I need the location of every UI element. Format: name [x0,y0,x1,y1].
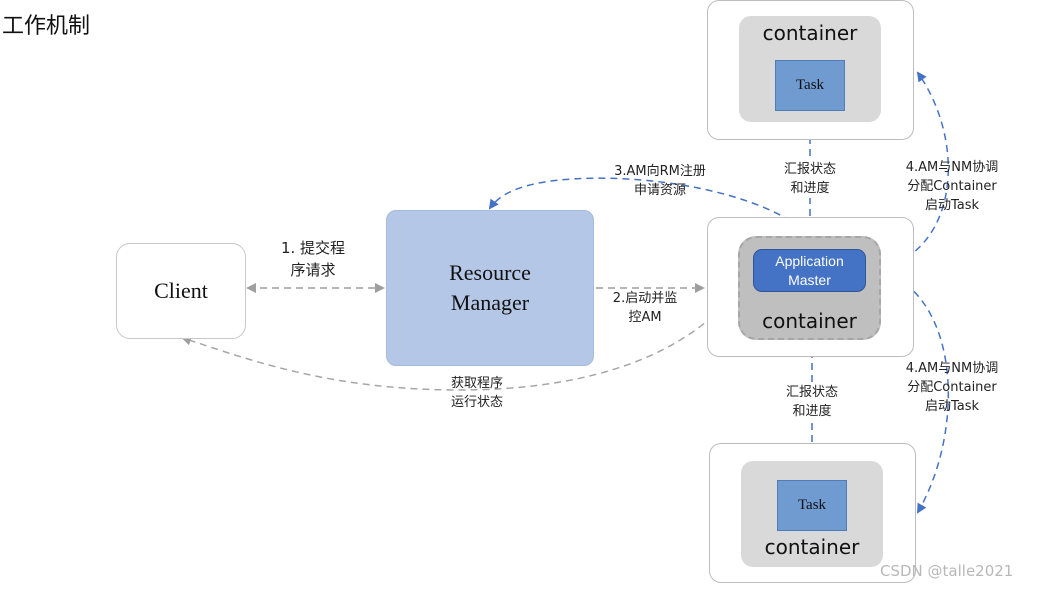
client-label: Client [154,278,208,303]
label-start-monitor: 2.启动并监 控AM [612,291,678,325]
label-submit: 1. 提交程 序请求 [280,239,346,279]
task-bottom: Task [777,480,847,531]
page-title: 工作机制 [2,14,91,39]
task-top-label: Task [795,77,825,93]
am-label-line1: Application [775,252,844,269]
application-master-node: Application Master [753,249,866,292]
watermark: CSDN @talle2021 [880,562,1014,580]
resource-manager-node: Resource Manager [386,210,594,366]
label-report-top: 汇报状态 和进度 [768,160,852,198]
label-report-bottom: 汇报状态 和进度 [770,383,854,421]
container-middle-label: container [762,309,857,333]
client-node: Client [116,243,246,339]
arrow-get-status [181,279,746,391]
label-register: 3.AM向RM注册 申请资源 [614,164,706,198]
rm-label-line2: Manager [450,290,530,315]
container-bottom-label: container [764,535,860,559]
label-get-status: 获取程序 运行状态 [450,376,503,410]
task-bottom-label: Task [797,497,827,513]
arrow-register [488,177,811,236]
label-allocate-top: 4.AM与NM协调 分配Container 启动Task [905,160,999,213]
am-label-line2: Master [788,271,831,288]
label-allocate-bottom: 4.AM与NM协调 分配Container 启动Task [905,361,999,414]
rm-label-line1: Resource [449,260,531,285]
task-top: Task [775,60,845,111]
container-top-label: container [762,21,858,45]
